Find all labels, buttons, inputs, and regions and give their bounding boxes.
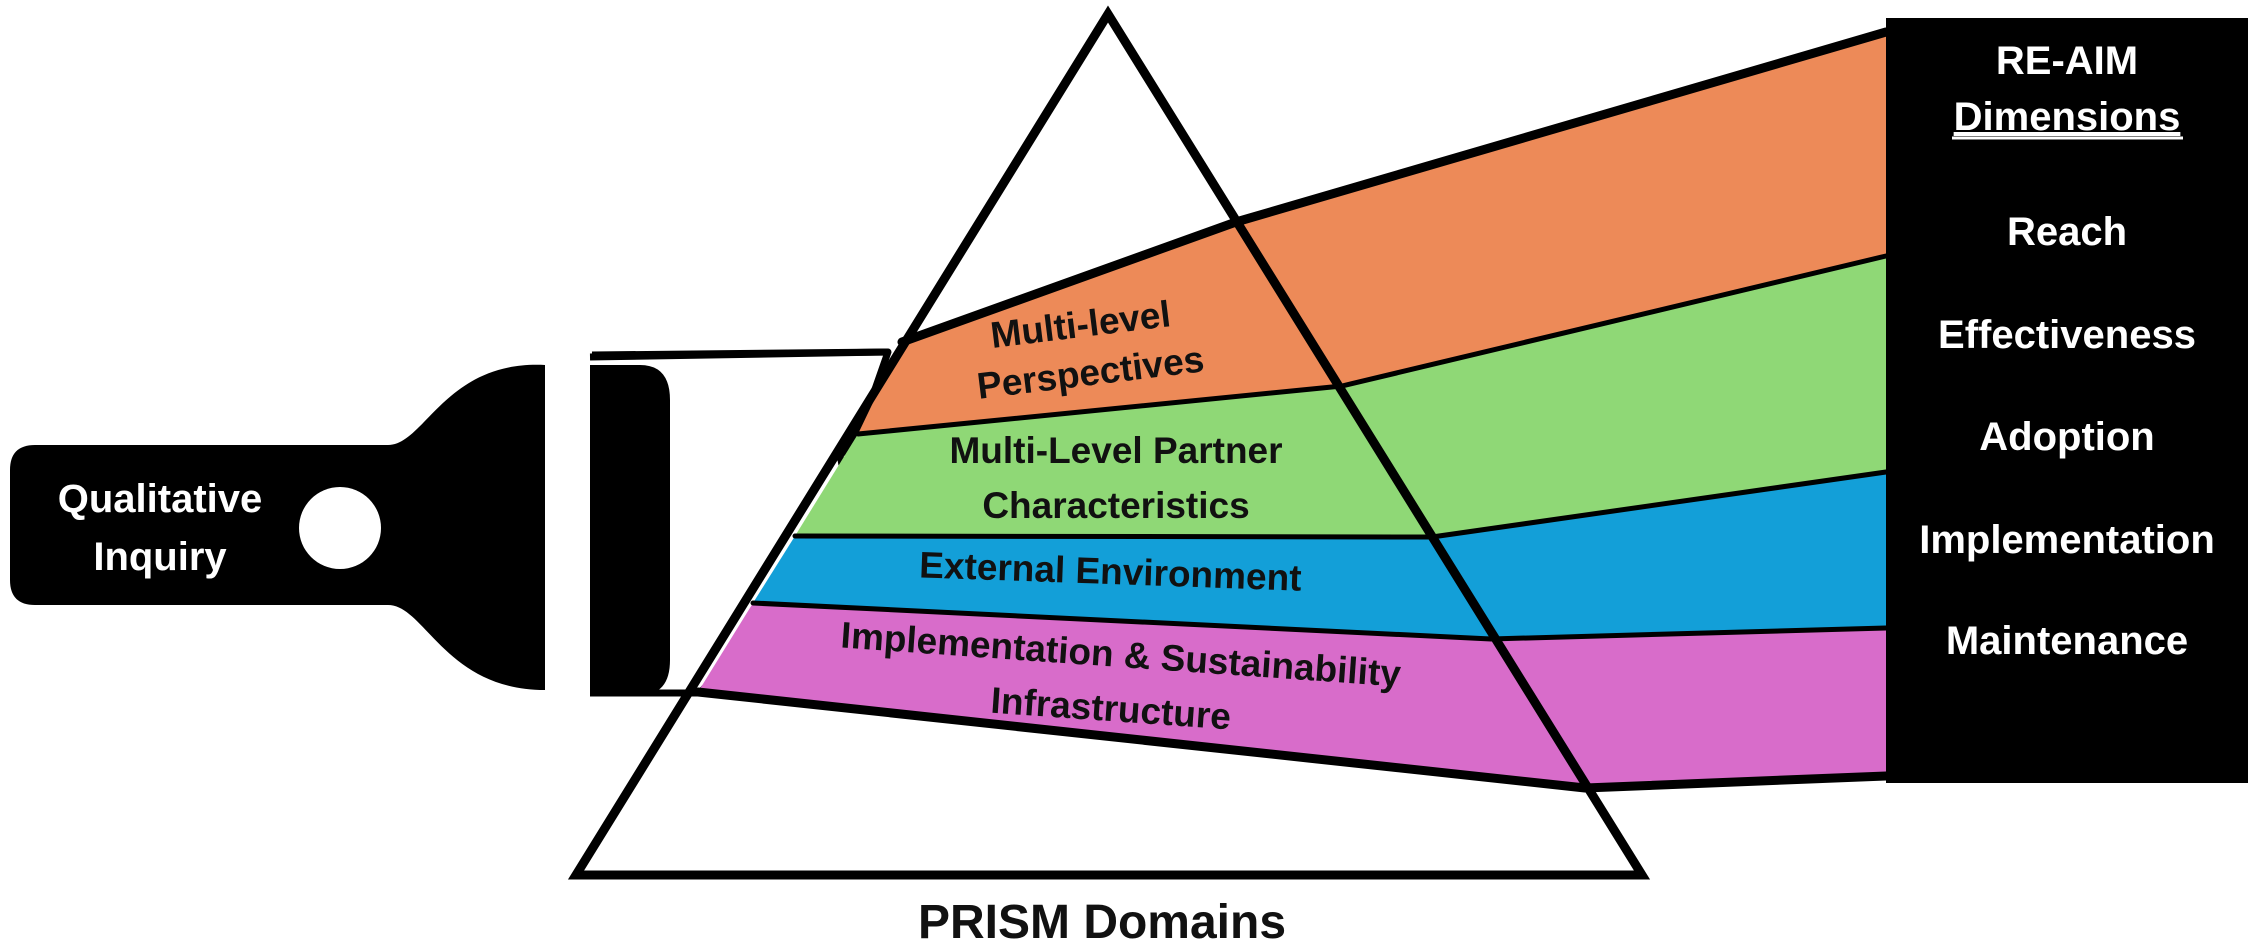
reaim-item-implementation: Implementation bbox=[1919, 518, 2215, 562]
band-label-partner-line2: Characteristics bbox=[982, 485, 1249, 526]
flashlight-label-line2: Inquiry bbox=[93, 535, 227, 579]
reaim-panel: RE-AIM Dimensions Reach Effectiveness Ad… bbox=[1886, 18, 2248, 783]
prism-caption: PRISM Domains bbox=[918, 896, 1286, 949]
beam-green bbox=[1342, 256, 1886, 537]
reaim-title-line1: RE-AIM bbox=[1996, 39, 2138, 83]
band-label-partner-line1: Multi-Level Partner bbox=[949, 430, 1282, 471]
flashlight-label-line1: Qualitative bbox=[58, 477, 263, 521]
reaim-item-reach: Reach bbox=[2007, 210, 2127, 254]
beam-orange bbox=[1236, 32, 1886, 386]
band-external-environment-inner bbox=[753, 536, 1491, 639]
prism-triangle bbox=[567, 5, 1651, 880]
flashlight-hole bbox=[299, 487, 381, 569]
flashlight-head bbox=[590, 365, 670, 695]
reaim-beams bbox=[1236, 32, 1886, 788]
reaim-item-adoption: Adoption bbox=[1979, 415, 2155, 459]
band-multilevel-perspectives-inner bbox=[858, 222, 1342, 434]
beam-magenta bbox=[1491, 628, 1886, 788]
flashlight: Qualitative Inquiry bbox=[10, 364, 670, 695]
reaim-title-line2: Dimensions bbox=[1954, 95, 2181, 139]
flashlight-handle bbox=[10, 364, 545, 690]
reaim-item-effectiveness: Effectiveness bbox=[1938, 313, 2196, 357]
band-partner-characteristics-inner bbox=[795, 386, 1432, 537]
beam-blue bbox=[1432, 472, 1886, 639]
light-beam-top-edge bbox=[589, 348, 887, 361]
prism-bands bbox=[698, 222, 1585, 788]
reaim-item-maintenance: Maintenance bbox=[1946, 619, 2188, 663]
reaim-panel-bg bbox=[1886, 18, 2248, 783]
band-implementation-infrastructure-inner bbox=[698, 603, 1585, 788]
